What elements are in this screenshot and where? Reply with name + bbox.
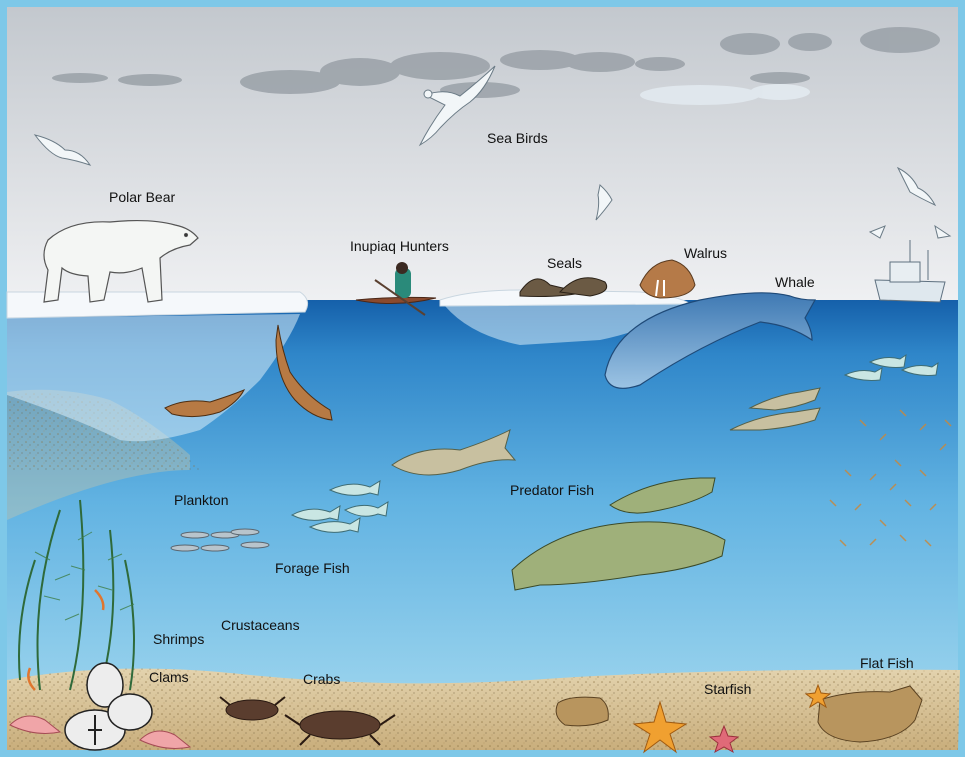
label-predator-fish: Predator Fish [510, 482, 594, 498]
label-inupiaq-hunters: Inupiaq Hunters [350, 238, 449, 254]
label-clams: Clams [149, 669, 189, 685]
label-crabs: Crabs [303, 671, 340, 687]
label-plankton: Plankton [174, 492, 228, 508]
label-shrimps: Shrimps [153, 631, 204, 647]
label-forage-fish: Forage Fish [275, 560, 350, 576]
label-whale: Whale [775, 274, 815, 290]
label-flat-fish: Flat Fish [860, 655, 914, 671]
label-walrus: Walrus [684, 245, 727, 261]
label-sea-birds: Sea Birds [487, 130, 548, 146]
label-polar-bear: Polar Bear [109, 189, 175, 205]
label-starfish: Starfish [704, 681, 751, 697]
label-seals: Seals [547, 255, 582, 271]
label-crustaceans: Crustaceans [221, 617, 300, 633]
